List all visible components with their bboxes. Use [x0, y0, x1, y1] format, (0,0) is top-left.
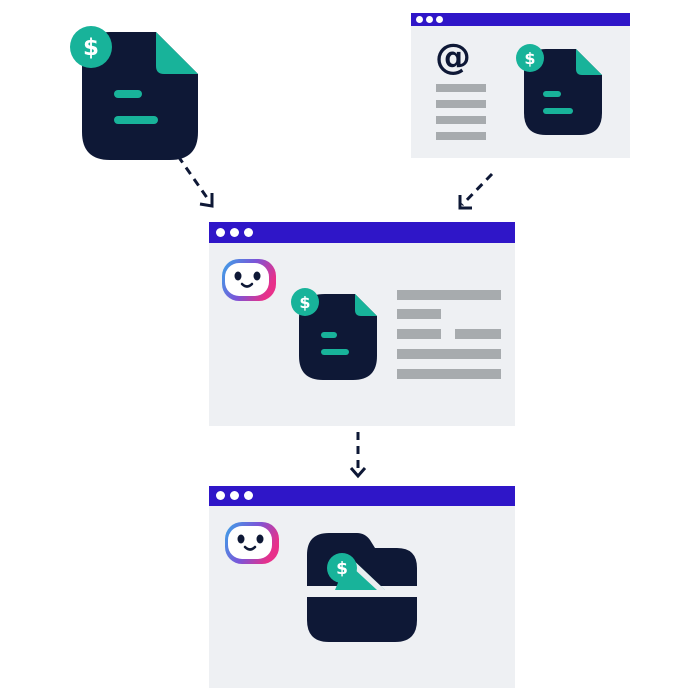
dashed-arrow-icon [458, 172, 494, 210]
text-line [397, 329, 441, 339]
invoice-paper-edge [349, 556, 385, 590]
document-fold [355, 294, 377, 316]
document-line [114, 116, 158, 124]
flow-arrows-top [176, 155, 494, 210]
window-dot [244, 491, 253, 500]
text-line [436, 100, 486, 108]
email-window-content: @ $ [435, 37, 602, 140]
text-line [436, 132, 486, 140]
window-dot [426, 16, 433, 23]
text-line [455, 329, 501, 339]
text-line [436, 116, 486, 124]
at-sign-icon: @ [435, 37, 471, 78]
folder-front [307, 597, 417, 642]
dollar-coin-icon [327, 553, 357, 583]
document-line [114, 90, 142, 98]
document-line [543, 108, 573, 114]
window-dot [230, 228, 239, 237]
document-body [299, 294, 377, 380]
invoice-document-icon: $ [291, 288, 377, 380]
attached-invoice-icon: $ [516, 44, 602, 135]
window-dot [436, 16, 443, 23]
document-line [321, 349, 349, 355]
text-line [436, 84, 486, 92]
text-line [397, 349, 501, 359]
dollar-coin-icon [516, 44, 544, 72]
invoice-document-icon: $ [70, 26, 198, 160]
document-fold [156, 32, 198, 74]
folder-icon: $ [307, 533, 417, 642]
dollar-coin-icon: $ [70, 26, 112, 68]
filing-window-content: $ [225, 522, 417, 642]
dashed-arrow-icon [176, 155, 214, 208]
document-line [543, 91, 561, 97]
window-dot [416, 16, 423, 23]
window-title-bar [209, 486, 515, 506]
text-line [397, 309, 441, 319]
window-dot [244, 228, 253, 237]
dollar-sign: $ [83, 35, 99, 61]
robot-face-icon [222, 259, 276, 301]
window-dot [230, 491, 239, 500]
text-line [397, 290, 501, 300]
dollar-sign: $ [524, 49, 535, 68]
flow-arrow-down [349, 432, 367, 479]
document-line [321, 332, 337, 338]
text-line [397, 369, 501, 379]
dollar-sign: $ [299, 293, 310, 312]
window-title-bar [411, 13, 630, 26]
dollar-sign: $ [336, 559, 348, 579]
robot-face-icon [225, 522, 279, 564]
window-dot [216, 491, 225, 500]
document-fold [576, 49, 602, 75]
window-title-bar [209, 222, 515, 243]
dashed-arrow-icon [349, 432, 367, 479]
dollar-coin-icon [291, 288, 319, 316]
window-dot [216, 228, 225, 237]
processing-window-content: $ [222, 259, 377, 380]
